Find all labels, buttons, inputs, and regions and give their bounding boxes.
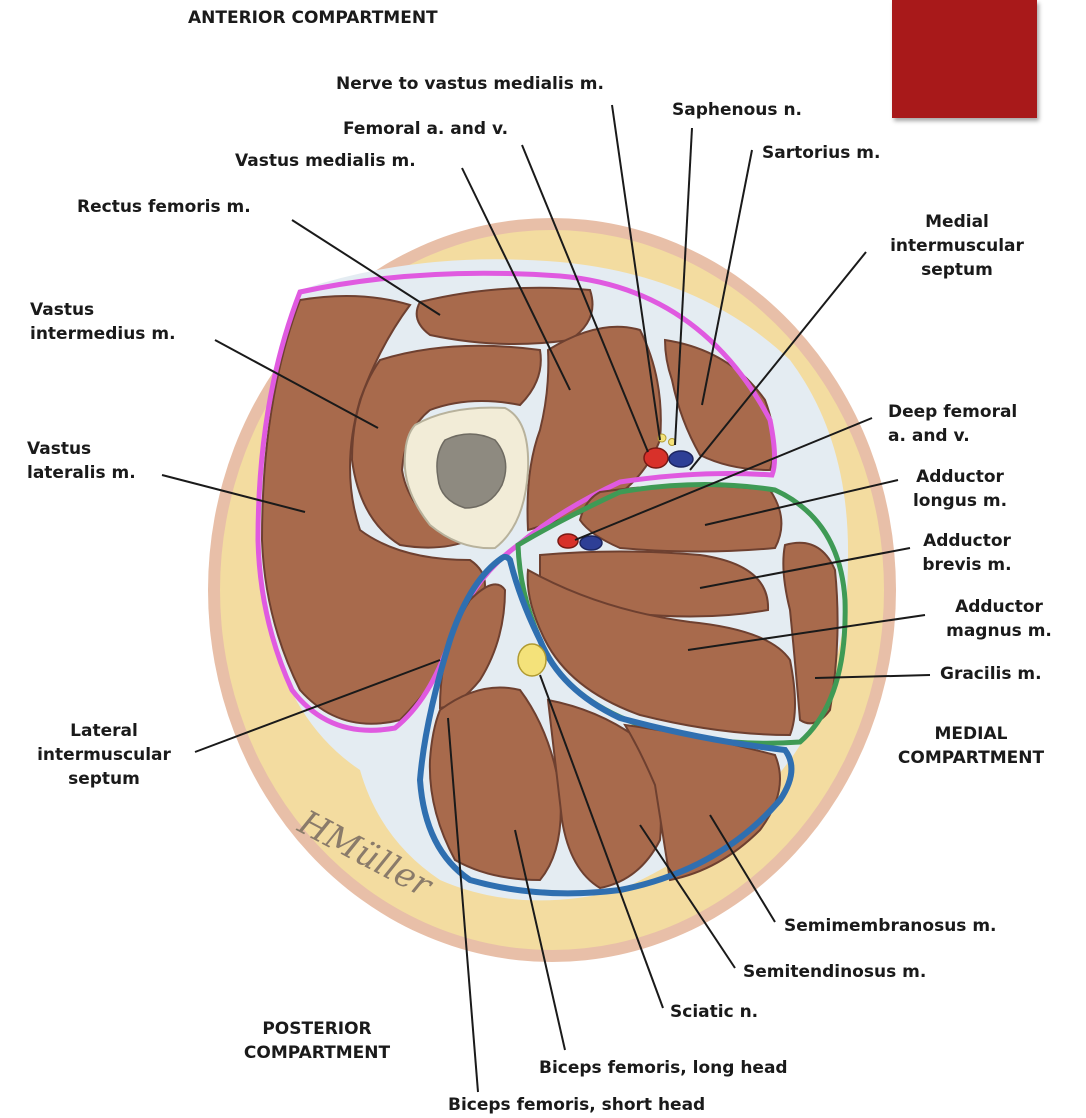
- medial-intermuscular-septum-line-3: septum: [872, 258, 1042, 282]
- vastus-intermedius-label: Vastus intermedius m.: [30, 298, 176, 346]
- lateral-intermuscular-septum-line-3: septum: [16, 767, 192, 791]
- deep-femoral-vein: [580, 536, 602, 550]
- vastus-intermedius-line-2: intermedius m.: [30, 322, 176, 346]
- adductor-magnus-line-2: magnus m.: [932, 619, 1066, 643]
- medial-compartment-line-1: MEDIAL: [876, 722, 1066, 746]
- adductor-longus-line-2: longus m.: [900, 489, 1020, 513]
- adductor-longus-line-1: Adductor: [900, 465, 1020, 489]
- medial-intermuscular-septum-label: Medial intermuscular septum: [872, 210, 1042, 282]
- adductor-magnus-line-1: Adductor: [932, 595, 1066, 619]
- adductor-magnus-label: Adductor magnus m.: [932, 595, 1066, 643]
- posterior-compartment-line-1: POSTERIOR: [222, 1017, 412, 1041]
- posterior-compartment-label: POSTERIOR COMPARTMENT: [222, 1017, 412, 1065]
- medial-compartment-line-2: COMPARTMENT: [876, 746, 1066, 770]
- medial-intermuscular-septum-line-2: intermuscular: [872, 234, 1042, 258]
- adductor-brevis-line-1: Adductor: [912, 529, 1022, 553]
- lateral-intermuscular-septum-label: Lateral intermuscular septum: [16, 719, 192, 791]
- vastus-lateralis-line-1: Vastus: [27, 437, 136, 461]
- rectus-femoris-label: Rectus femoris m.: [77, 195, 251, 219]
- vastus-lateralis-line-2: lateralis m.: [27, 461, 136, 485]
- biceps-short-head-label: Biceps femoris, short head: [448, 1093, 705, 1117]
- gracilis-label: Gracilis m.: [940, 662, 1042, 686]
- femoral-vein: [669, 451, 693, 467]
- deep-femoral-line-2: a. and v.: [888, 424, 1017, 448]
- adductor-brevis-label: Adductor brevis m.: [912, 529, 1022, 577]
- adductor-brevis-line-2: brevis m.: [912, 553, 1022, 577]
- sciatic-n-label: Sciatic n.: [670, 1000, 758, 1024]
- anterior-compartment-label: ANTERIOR COMPARTMENT: [188, 6, 438, 30]
- semimembranosus-label: Semimembranosus m.: [784, 914, 997, 938]
- vastus-lateralis-label: Vastus lateralis m.: [27, 437, 136, 485]
- lateral-intermuscular-septum-line-2: intermuscular: [16, 743, 192, 767]
- sartorius-label: Sartorius m.: [762, 141, 880, 165]
- biceps-long-head-label: Biceps femoris, long head: [539, 1056, 788, 1080]
- medial-intermuscular-septum-line-1: Medial: [872, 210, 1042, 234]
- femoral-a-v-label: Femoral a. and v.: [343, 117, 508, 141]
- deep-femoral-artery: [558, 534, 578, 548]
- deep-femoral-line-1: Deep femoral: [888, 400, 1017, 424]
- vastus-intermedius-line-1: Vastus: [30, 298, 176, 322]
- posterior-compartment-line-2: COMPARTMENT: [222, 1041, 412, 1065]
- saphenous-n-label: Saphenous n.: [672, 98, 802, 122]
- sciatic-nerve: [518, 644, 546, 676]
- lateral-intermuscular-septum-line-1: Lateral: [16, 719, 192, 743]
- semitendinosus-label: Semitendinosus m.: [743, 960, 926, 984]
- rectus-femoris-muscle: [417, 288, 593, 344]
- deep-femoral-a-v-label: Deep femoral a. and v.: [888, 400, 1017, 448]
- adductor-longus-label: Adductor longus m.: [900, 465, 1020, 513]
- medial-compartment-label: MEDIAL COMPARTMENT: [876, 722, 1066, 770]
- vastus-medialis-label: Vastus medialis m.: [235, 149, 416, 173]
- nerve-to-vastus-medialis-label: Nerve to vastus medialis m.: [336, 72, 604, 96]
